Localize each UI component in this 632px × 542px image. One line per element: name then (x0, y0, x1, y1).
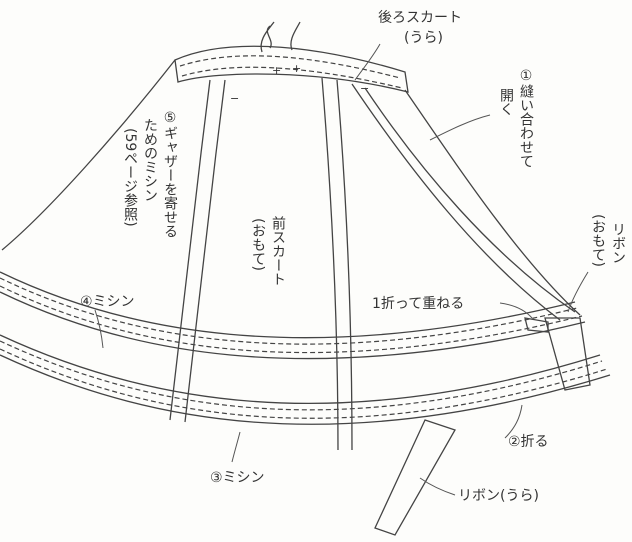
label-ribbon-front-side: (おもて) (590, 214, 606, 267)
leader-ribbon-back (419, 477, 456, 496)
hem-band-upper (0, 271, 586, 360)
hem-upper-bottom (0, 291, 586, 360)
label-ribbon-back: リボン(うら) (458, 488, 539, 504)
hem-band-lower (0, 334, 611, 425)
minus-mark-icon: − − (230, 82, 369, 105)
label-ribbon-front: リボン (610, 222, 626, 264)
leader-ribbon-front (567, 271, 589, 313)
label-step4: ④ミシン (80, 294, 135, 310)
leader-back-skirt (354, 43, 381, 81)
seam-right-a (351, 83, 561, 321)
leader-fold-overlap (499, 302, 533, 319)
svg-text:−: − (360, 82, 369, 95)
gather-thread-icon (260, 21, 301, 53)
waist-gather-stitch-2 (181, 66, 403, 89)
seam-right-b (364, 87, 576, 313)
hem-upper-stitch-2 (0, 285, 583, 354)
ribbon-right (524, 317, 591, 391)
ribbon-tail (374, 419, 456, 536)
seam-left-b (184, 79, 226, 423)
label-step1-line2: 開く (498, 88, 514, 116)
hem-lower-stitch-2 (0, 348, 608, 419)
label-gather-line1: ⑤ギャザーを寄せる (162, 110, 178, 238)
seam-mid-b (336, 79, 353, 451)
svg-text:+: + (292, 62, 301, 75)
skirt-left-edge (1, 59, 176, 251)
label-front-skirt: 前スカート (270, 215, 286, 286)
leader-step1 (429, 114, 491, 141)
vertical-seams (169, 77, 576, 451)
waist-gather-stitch-1 (179, 55, 401, 79)
label-gather-line3: (59ページ参照) (122, 128, 138, 227)
hem-lower-stitch-1 (0, 340, 603, 411)
leader-step4 (94, 309, 104, 349)
waistband-outer (174, 45, 409, 93)
seam-left-a (169, 79, 211, 421)
label-front-skirt-side: (おもて) (250, 218, 266, 271)
hem-upper-top (0, 271, 576, 339)
skirt-right-edge (404, 89, 581, 316)
leader-step3 (231, 431, 241, 463)
label-step2: ②折る (508, 434, 549, 450)
hem-lower-bottom (0, 354, 611, 425)
leader-step2 (504, 404, 523, 439)
label-back-skirt: 後ろスカート (378, 10, 462, 26)
svg-text:+: + (272, 64, 281, 77)
label-step1-line1: ①縫い合わせて (518, 68, 534, 168)
plus-mark-icon: + + (272, 62, 301, 77)
skirt-body (1, 45, 581, 316)
label-fold-overlap: 1折って重ねる (372, 296, 464, 312)
hem-upper-stitch-1 (0, 277, 578, 345)
svg-text:−: − (230, 92, 239, 105)
label-back-skirt-side: (うら) (404, 30, 443, 46)
hem-lower-top (0, 334, 601, 404)
ribbon-tail-shape (374, 419, 456, 536)
seam-mid-a (321, 77, 339, 451)
label-gather-line2: ためのミシン (142, 118, 158, 202)
ribbon-fold-tab (524, 317, 549, 333)
label-step3: ③ミシン (210, 470, 265, 486)
ribbon-right-edge-a (544, 317, 591, 391)
